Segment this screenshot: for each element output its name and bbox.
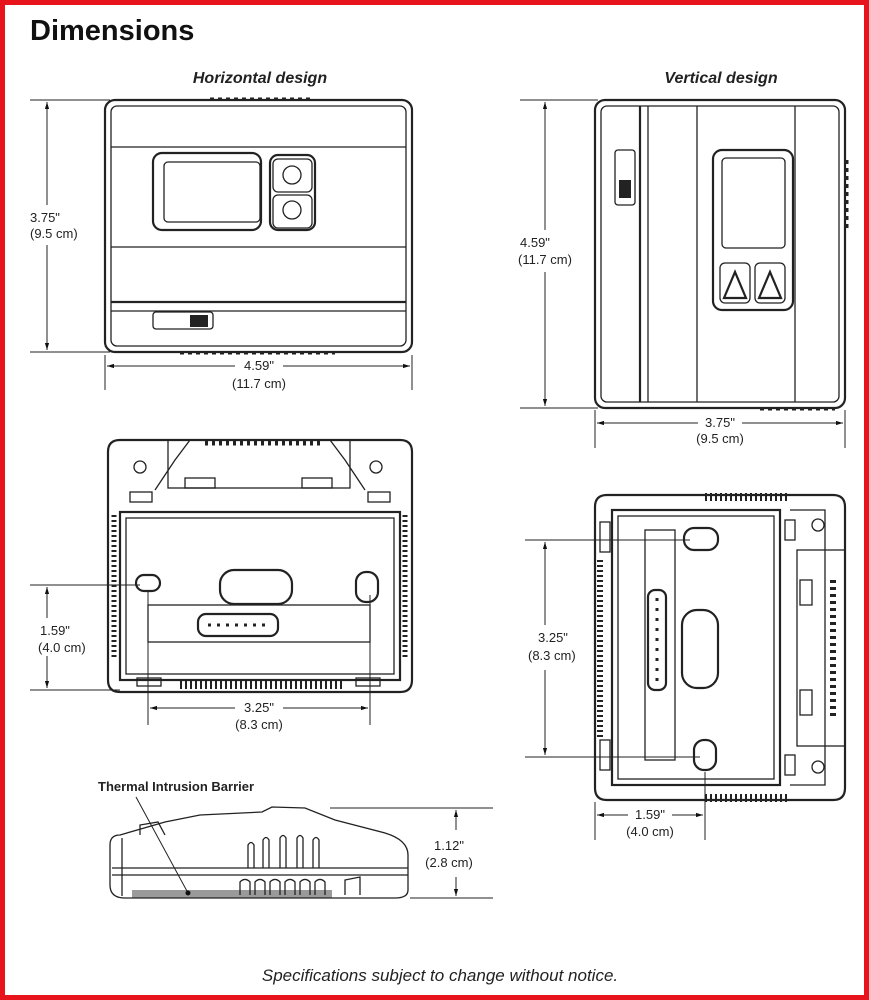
horizontal-front-width-dimension: 4.59" (11.7 cm) — [104, 355, 413, 391]
svg-text:(11.7 cm): (11.7 cm) — [518, 252, 572, 267]
vertical-back-height-dimension: 3.25" (8.3 cm) — [525, 539, 700, 758]
svg-text:(9.5 cm): (9.5 cm) — [30, 226, 78, 241]
svg-text:(2.8 cm): (2.8 cm) — [425, 855, 473, 870]
svg-text:1.12": 1.12" — [434, 838, 464, 853]
horizontal-back-height-dimension: 1.59" (4.0 cm) — [30, 584, 140, 691]
svg-text:3.75": 3.75" — [705, 415, 735, 430]
svg-text:(8.3 cm): (8.3 cm) — [528, 648, 576, 663]
svg-text:4.59": 4.59" — [244, 358, 274, 373]
horizontal-back-width-dimension: 3.25" (8.3 cm) — [147, 590, 371, 732]
svg-text:4.59": 4.59" — [520, 235, 550, 250]
side-view — [109, 806, 409, 899]
vertical-back-view — [593, 493, 847, 802]
thermal-barrier-label: Thermal Intrusion Barrier — [98, 779, 254, 794]
svg-text:(4.0 cm): (4.0 cm) — [38, 640, 86, 655]
vertical-front-view — [593, 98, 849, 411]
horizontal-design-heading: Horizontal design — [193, 70, 327, 87]
svg-text:3.25": 3.25" — [538, 630, 568, 645]
thermal-intrusion-barrier — [132, 890, 332, 898]
svg-text:(11.7 cm): (11.7 cm) — [232, 376, 286, 391]
vertical-front-height-dimension: 4.59" (11.7 cm) — [518, 99, 598, 409]
svg-text:3.75": 3.75" — [30, 210, 60, 225]
svg-text:1.59": 1.59" — [635, 807, 665, 822]
side-depth-dimension: 1.12" (2.8 cm) — [330, 807, 493, 899]
horizontal-front-height-dimension: 3.75" (9.5 cm) — [30, 99, 110, 353]
svg-text:1.59": 1.59" — [40, 623, 70, 638]
vertical-back-width-dimension: 1.59" (4.0 cm) — [594, 772, 706, 840]
svg-text:3.25": 3.25" — [244, 700, 274, 715]
svg-text:(4.0 cm): (4.0 cm) — [626, 824, 674, 839]
page-title: Dimensions — [30, 15, 194, 47]
footer-disclaimer: Specifications subject to change without… — [262, 966, 618, 985]
svg-text:(8.3 cm): (8.3 cm) — [235, 717, 283, 732]
horizontal-front-view — [103, 97, 414, 355]
vertical-front-width-dimension: 3.75" (9.5 cm) — [594, 410, 846, 448]
svg-text:(9.5 cm): (9.5 cm) — [696, 431, 744, 446]
horizontal-back-view — [106, 438, 414, 694]
thermal-barrier-callout: Thermal Intrusion Barrier — [98, 779, 254, 896]
vertical-design-heading: Vertical design — [664, 70, 777, 87]
